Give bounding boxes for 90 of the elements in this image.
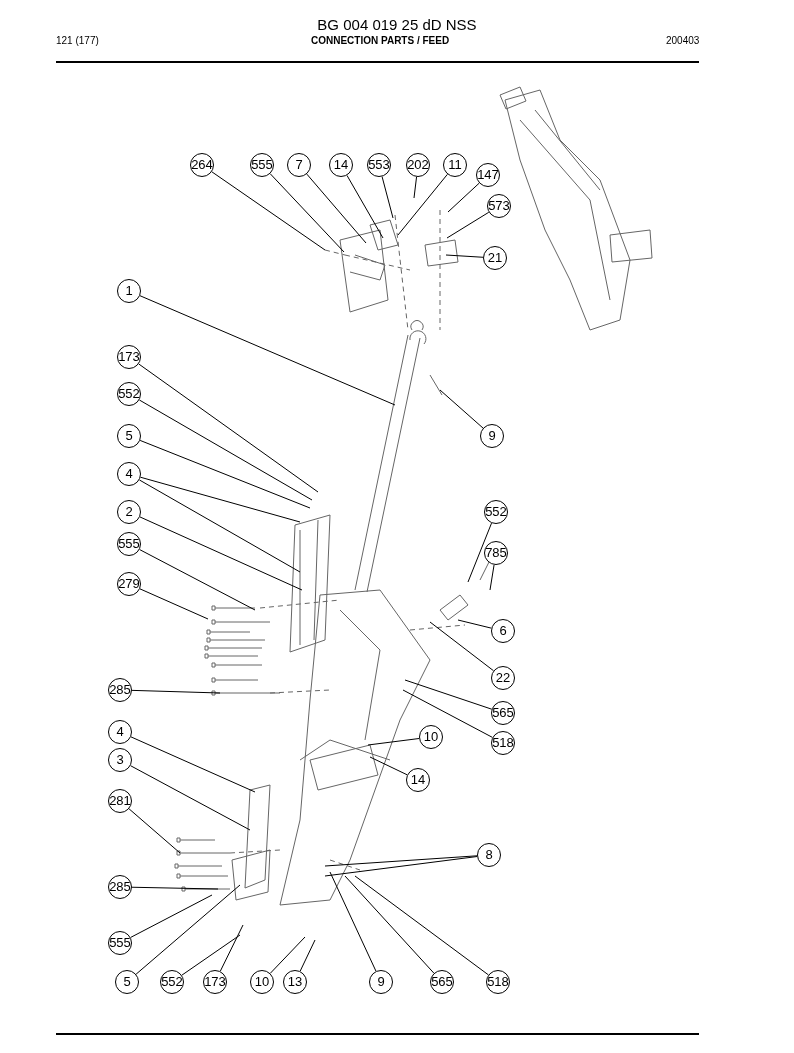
callout-number: 553 bbox=[367, 153, 391, 177]
leader-line bbox=[397, 173, 448, 236]
callout-number: 785 bbox=[484, 541, 508, 565]
page-number: 121 (177) bbox=[56, 35, 99, 46]
callout-number: 285 bbox=[108, 678, 132, 702]
callout-number: 14 bbox=[329, 153, 353, 177]
callout-number: 4 bbox=[108, 720, 132, 744]
callout-number: 2 bbox=[117, 500, 141, 524]
callout-number: 573 bbox=[487, 194, 511, 218]
callout-number: 5 bbox=[117, 424, 141, 448]
callout-number: 173 bbox=[203, 970, 227, 994]
leader-line bbox=[131, 689, 221, 694]
leader-line bbox=[429, 621, 494, 672]
callout-number: 1 bbox=[117, 279, 141, 303]
leader-line bbox=[446, 211, 490, 239]
callout-number: 518 bbox=[486, 970, 510, 994]
callout-number: 11 bbox=[443, 153, 467, 177]
date-code: 200403 bbox=[666, 35, 700, 46]
leader-line bbox=[367, 738, 420, 746]
leader-line bbox=[404, 679, 493, 710]
leader-line bbox=[140, 476, 301, 523]
callout-number: 9 bbox=[480, 424, 504, 448]
document-title: BG 004 019 25 dD NSS bbox=[316, 16, 478, 33]
callout-number: 10 bbox=[419, 725, 443, 749]
callout-number: 552 bbox=[160, 970, 184, 994]
callout-number: 147 bbox=[476, 163, 500, 187]
leader-line bbox=[445, 254, 484, 258]
leader-line bbox=[299, 939, 316, 972]
callout-number: 552 bbox=[484, 500, 508, 524]
leader-line bbox=[467, 522, 493, 583]
leader-line bbox=[138, 399, 313, 501]
callout-number: 202 bbox=[406, 153, 430, 177]
leader-line bbox=[457, 619, 492, 629]
callout-number: 285 bbox=[108, 875, 132, 899]
leader-line bbox=[139, 295, 396, 406]
leader-line bbox=[181, 934, 241, 976]
callout-number: 22 bbox=[491, 666, 515, 690]
callout-number: 555 bbox=[250, 153, 274, 177]
leader-line bbox=[131, 886, 219, 890]
callout-number: 14 bbox=[406, 768, 430, 792]
leader-line bbox=[346, 174, 384, 239]
leader-line bbox=[402, 689, 493, 738]
callout-number: 552 bbox=[117, 382, 141, 406]
leader-line bbox=[139, 516, 303, 591]
leader-line bbox=[447, 182, 480, 213]
callout-number: 173 bbox=[117, 345, 141, 369]
leader-line bbox=[130, 736, 256, 793]
callout-number: 10 bbox=[250, 970, 274, 994]
leader-line bbox=[128, 808, 181, 854]
callout-number: 9 bbox=[369, 970, 393, 994]
callout-number: 281 bbox=[108, 789, 132, 813]
leader-line bbox=[344, 875, 435, 974]
leader-line bbox=[269, 173, 345, 253]
callout-number: 3 bbox=[108, 748, 132, 772]
leader-line bbox=[329, 871, 377, 972]
callout-number: 264 bbox=[190, 153, 214, 177]
callout-number: 565 bbox=[491, 701, 515, 725]
leader-line bbox=[135, 884, 241, 975]
leader-line bbox=[381, 176, 394, 219]
leader-line bbox=[439, 389, 484, 429]
leader-line bbox=[138, 363, 319, 493]
leader-line bbox=[130, 894, 213, 938]
leader-line bbox=[139, 588, 209, 620]
callout-number: 555 bbox=[117, 532, 141, 556]
leader-line bbox=[354, 875, 489, 976]
callout-number: 21 bbox=[483, 246, 507, 270]
section-heading: CONNECTION PARTS / FEED bbox=[311, 35, 450, 46]
callout-number: 5 bbox=[115, 970, 139, 994]
leader-line bbox=[413, 176, 418, 199]
leader-line bbox=[489, 564, 495, 591]
leader-line bbox=[138, 479, 301, 573]
leader-line bbox=[139, 439, 311, 509]
leader-line bbox=[324, 855, 478, 867]
leader-line bbox=[369, 756, 408, 776]
callout-number: 4 bbox=[117, 462, 141, 486]
callout-number: 565 bbox=[430, 970, 454, 994]
callout-number: 13 bbox=[283, 970, 307, 994]
callout-number: 8 bbox=[477, 843, 501, 867]
leader-line bbox=[130, 765, 251, 831]
leader-line bbox=[139, 549, 256, 611]
leader-line bbox=[211, 171, 326, 251]
callout-number: 6 bbox=[491, 619, 515, 643]
callout-number: 555 bbox=[108, 931, 132, 955]
leader-line bbox=[269, 936, 306, 974]
callout-number: 279 bbox=[117, 572, 141, 596]
leader-line bbox=[324, 856, 478, 877]
leader-line bbox=[219, 924, 244, 972]
callout-number: 7 bbox=[287, 153, 311, 177]
callout-number: 518 bbox=[491, 731, 515, 755]
leader-line bbox=[306, 173, 367, 244]
